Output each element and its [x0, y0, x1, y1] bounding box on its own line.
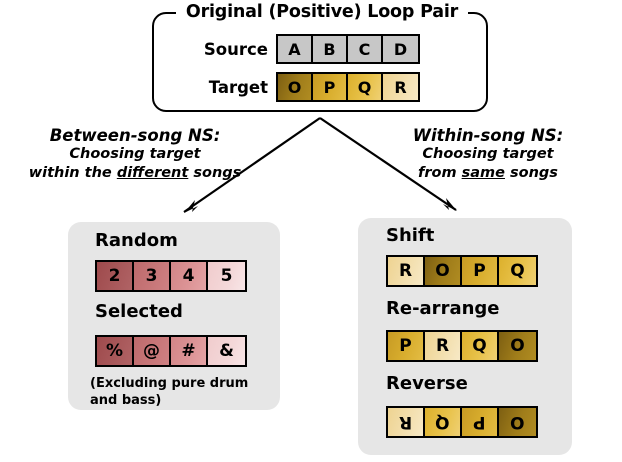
target-row: Target O P Q R — [196, 72, 420, 102]
source-tile-strip: A B C D — [276, 34, 420, 64]
within-song-caption: Within-song NS: Choosing target from sam… — [360, 126, 616, 183]
between-song-subtitle-line2: within the different songs — [8, 164, 262, 183]
within-song-sub-post: songs — [504, 165, 558, 181]
target-row-label: Target — [208, 77, 268, 97]
reverse-tile-strip: R Q P O — [386, 406, 538, 438]
rearrange-tile: R — [425, 332, 462, 360]
rearrange-tile: Q — [462, 332, 499, 360]
reverse-tile: P — [462, 408, 499, 436]
shift-tile-strip: R O P Q — [386, 255, 538, 287]
shift-tile: Q — [499, 257, 536, 285]
target-tile-strip: O P Q R — [276, 72, 420, 102]
random-tile-strip: 2 3 4 5 — [95, 260, 247, 292]
reverse-tile: Q — [425, 408, 462, 436]
within-song-panel: Shift R O P Q Re-arrange P R Q O Reverse… — [358, 218, 572, 455]
within-song-sub-pre: from — [418, 165, 462, 181]
rearrange-tile-strip: P R Q O — [386, 330, 538, 362]
between-song-sub-pre: within the — [28, 165, 117, 181]
source-tile: D — [383, 36, 418, 62]
random-tile: 4 — [171, 262, 208, 290]
source-tile: A — [278, 36, 313, 62]
reverse-tile: O — [499, 408, 536, 436]
random-tile: 2 — [97, 262, 134, 290]
between-song-title: Between-song NS: — [49, 126, 221, 145]
selected-tile-strip: % @ # & — [95, 335, 247, 367]
shift-tile: R — [388, 257, 425, 285]
shift-heading: Shift — [386, 225, 435, 246]
reverse-tile: R — [388, 408, 425, 436]
source-row-label: Source — [203, 39, 268, 59]
within-song-sub-emphasis: same — [461, 165, 505, 181]
target-tile: P — [313, 74, 348, 100]
rearrange-heading: Re-arrange — [386, 298, 500, 319]
shift-tile: O — [425, 257, 462, 285]
between-song-caption: Between-song NS: Choosing target within … — [8, 126, 262, 183]
shift-tile: P — [462, 257, 499, 285]
source-tile: B — [313, 36, 348, 62]
reverse-tile-glyph: O — [510, 412, 525, 432]
between-song-subtitle-line1: Choosing target — [69, 146, 201, 162]
between-song-panel: Random 2 3 4 5 Selected % @ # & (Excludi… — [68, 222, 280, 410]
source-tile: C — [348, 36, 383, 62]
random-tile: 3 — [134, 262, 171, 290]
random-heading: Random — [95, 230, 178, 251]
arrow-right-head — [443, 198, 457, 211]
reverse-tile-glyph: R — [398, 412, 413, 432]
between-song-sub-emphasis: different — [116, 165, 189, 181]
selected-tile: # — [171, 337, 208, 365]
rearrange-tile: O — [499, 332, 536, 360]
reverse-tile-glyph: Q — [435, 412, 450, 432]
within-song-subtitle-line2: from same songs — [360, 164, 616, 183]
selected-tile: % — [97, 337, 134, 365]
between-song-sub-post: songs — [188, 165, 242, 181]
selected-exclusion-note: (Excluding pure drum and bass) — [90, 376, 249, 408]
target-tile: Q — [348, 74, 383, 100]
reverse-tile-glyph: P — [473, 412, 486, 432]
selected-heading: Selected — [95, 301, 183, 322]
selected-tile: @ — [134, 337, 171, 365]
rearrange-tile: P — [388, 332, 425, 360]
page-title: Original (Positive) Loop Pair — [176, 0, 468, 24]
within-song-title: Within-song NS: — [412, 126, 564, 145]
random-tile: 5 — [208, 262, 245, 290]
reverse-heading: Reverse — [386, 373, 468, 394]
selected-tile: & — [208, 337, 245, 365]
arrow-left-head — [184, 200, 198, 213]
within-song-subtitle-line1: Choosing target — [422, 146, 554, 162]
source-row: Source A B C D — [196, 34, 420, 64]
target-tile: R — [383, 74, 418, 100]
target-tile: O — [278, 74, 313, 100]
